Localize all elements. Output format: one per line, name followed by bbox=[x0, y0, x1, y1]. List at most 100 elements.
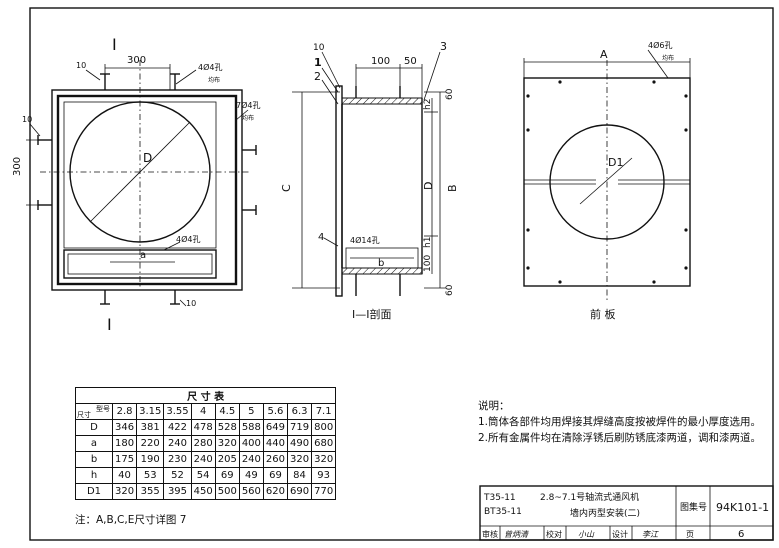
value-cell: 320 bbox=[111, 483, 138, 500]
caption-front-plate: 前 板 bbox=[590, 307, 616, 321]
value-cell: 690 bbox=[286, 483, 313, 500]
page-number: 6 bbox=[738, 529, 744, 540]
sign-review: 曾炳清 bbox=[504, 530, 529, 539]
value-cell: 422 bbox=[163, 419, 192, 436]
label-a: a bbox=[140, 250, 146, 261]
model-cell: 7.1 bbox=[311, 403, 337, 420]
hole-note-right-view-sub: 均布 bbox=[662, 54, 674, 62]
label-D-mid: D bbox=[422, 182, 435, 190]
diameter-D1-line bbox=[579, 157, 633, 205]
model-line1: T35-11 bbox=[483, 493, 516, 503]
value-cell: 54 bbox=[190, 467, 216, 484]
model-cell: 4.5 bbox=[214, 403, 240, 420]
value-cell: 478 bbox=[190, 419, 216, 436]
sign-design: 李江 bbox=[642, 530, 659, 539]
dim-100-bottom: 100 bbox=[423, 255, 433, 272]
dim-60-bottom: 60 bbox=[445, 284, 455, 296]
label-3: 3 bbox=[440, 40, 447, 53]
leader-10-mid bbox=[321, 51, 341, 89]
value-cell: 93 bbox=[311, 467, 337, 484]
dim-60-top: 60 bbox=[445, 88, 455, 100]
value-cell: 649 bbox=[262, 419, 289, 436]
dim-top-300: 300 bbox=[127, 55, 146, 66]
value-cell: 320 bbox=[311, 451, 337, 468]
atlas-label: 图集号 bbox=[680, 501, 707, 513]
note-item-2: 2.所有金属件均在清除浮锈后刷防锈底漆两道，调和漆两道。 bbox=[478, 432, 762, 444]
corner-bottom: 尺寸 bbox=[77, 411, 91, 419]
value-cell: 620 bbox=[262, 483, 289, 500]
leader-hole-right bbox=[235, 109, 249, 121]
model-cell: 6.3 bbox=[286, 403, 313, 420]
table-title: 尺 寸 表 bbox=[74, 387, 337, 404]
review-label: 审核 bbox=[482, 529, 498, 539]
title-block-lines bbox=[479, 485, 774, 541]
row-name-cell: h bbox=[75, 467, 113, 484]
front-plate bbox=[335, 85, 343, 297]
corner-top: 型号 bbox=[96, 405, 110, 413]
model-line2: BT35-11 bbox=[484, 507, 522, 517]
model-cell: 3.55 bbox=[163, 403, 192, 420]
value-cell: 770 bbox=[311, 483, 337, 500]
label-10-mid: 10 bbox=[313, 43, 325, 53]
hole-note-right-view: 4Ø6孔 bbox=[648, 40, 672, 50]
outer-frame bbox=[51, 89, 243, 291]
title-line1: 2.8~7.1号轴流式通风机 bbox=[540, 491, 639, 503]
bolt-ticks bbox=[37, 73, 257, 305]
atlas-number: 94K101-1 bbox=[716, 501, 769, 514]
page-label: 页 bbox=[686, 530, 694, 539]
value-cell: 560 bbox=[238, 483, 264, 500]
right-view bbox=[523, 49, 691, 300]
value-cell: 175 bbox=[111, 451, 138, 468]
value-cell: 355 bbox=[136, 483, 165, 500]
value-cell: 190 bbox=[136, 451, 165, 468]
label-D1: D1 bbox=[608, 156, 623, 169]
model-cell: 4 bbox=[190, 403, 216, 420]
leader-hole-top bbox=[175, 69, 197, 85]
table-header-row: 型号 尺寸 2.8 3.15 3.55 4 4.5 5 5.6 6.3 7.1 bbox=[75, 403, 337, 420]
dim-100-top: 100 bbox=[371, 56, 390, 67]
label-10-left-bottom: 10 bbox=[186, 299, 196, 308]
sign-check: 小山 bbox=[578, 530, 595, 539]
value-cell: 381 bbox=[136, 419, 165, 436]
hole-note-inner: 4Ø4孔 bbox=[176, 234, 200, 244]
row-name-cell: a bbox=[75, 435, 113, 452]
value-cell: 180 bbox=[111, 435, 138, 452]
leader-hole-right-view bbox=[647, 49, 669, 79]
left-view bbox=[26, 60, 257, 307]
label-B: B bbox=[446, 184, 459, 192]
leader-3 bbox=[423, 51, 441, 101]
value-cell: 53 bbox=[136, 467, 165, 484]
hole-note-top: 4Ø4孔 bbox=[198, 62, 222, 72]
value-cell: 240 bbox=[190, 451, 216, 468]
hole-note-mid: 4Ø14孔 bbox=[350, 235, 380, 245]
value-cell: 450 bbox=[190, 483, 216, 500]
value-cell: 400 bbox=[238, 435, 264, 452]
value-cell: 240 bbox=[163, 435, 192, 452]
leader-2 bbox=[321, 79, 339, 105]
title-line2: 墙内丙型安装(二) bbox=[570, 507, 640, 519]
left-view-labels: I I 300 300 4Ø4孔 均布 7Ø4孔 均布 4Ø4孔 D a 10 … bbox=[12, 35, 260, 334]
value-cell: 346 bbox=[111, 419, 138, 436]
hole-note-top-sub: 均布 bbox=[208, 76, 220, 84]
dim-50-top: 50 bbox=[404, 56, 417, 67]
value-cell: 40 bbox=[111, 467, 138, 484]
value-cell: 84 bbox=[286, 467, 313, 484]
row-name-cell: D1 bbox=[75, 483, 113, 500]
leader-10-left bbox=[29, 123, 41, 137]
dim-left-300: 300 bbox=[12, 157, 23, 176]
leader-10-top bbox=[85, 69, 101, 81]
value-cell: 395 bbox=[163, 483, 192, 500]
table-footnote: 注：A,B,C,E尺寸详图 7 bbox=[75, 514, 187, 526]
label-h1: h1 bbox=[423, 237, 433, 248]
title-block-labels: T35-11 BT35-11 2.8~7.1号轴流式通风机 墙内丙型安装(二) … bbox=[482, 491, 769, 540]
leader-1 bbox=[321, 67, 339, 93]
middle-view-labels: 10 1 2 3 4 100 50 60 60 100 h2 h1 D B C … bbox=[280, 40, 459, 321]
dimension-table: 尺 寸 表 型号 尺寸 2.8 3.15 3.55 4 4.5 5 5.6 6.… bbox=[74, 387, 337, 500]
hole-note-right: 7Ø4孔 bbox=[236, 100, 260, 110]
caption-section: I—I剖面 bbox=[352, 307, 392, 321]
leader-10-bottom bbox=[179, 299, 187, 307]
